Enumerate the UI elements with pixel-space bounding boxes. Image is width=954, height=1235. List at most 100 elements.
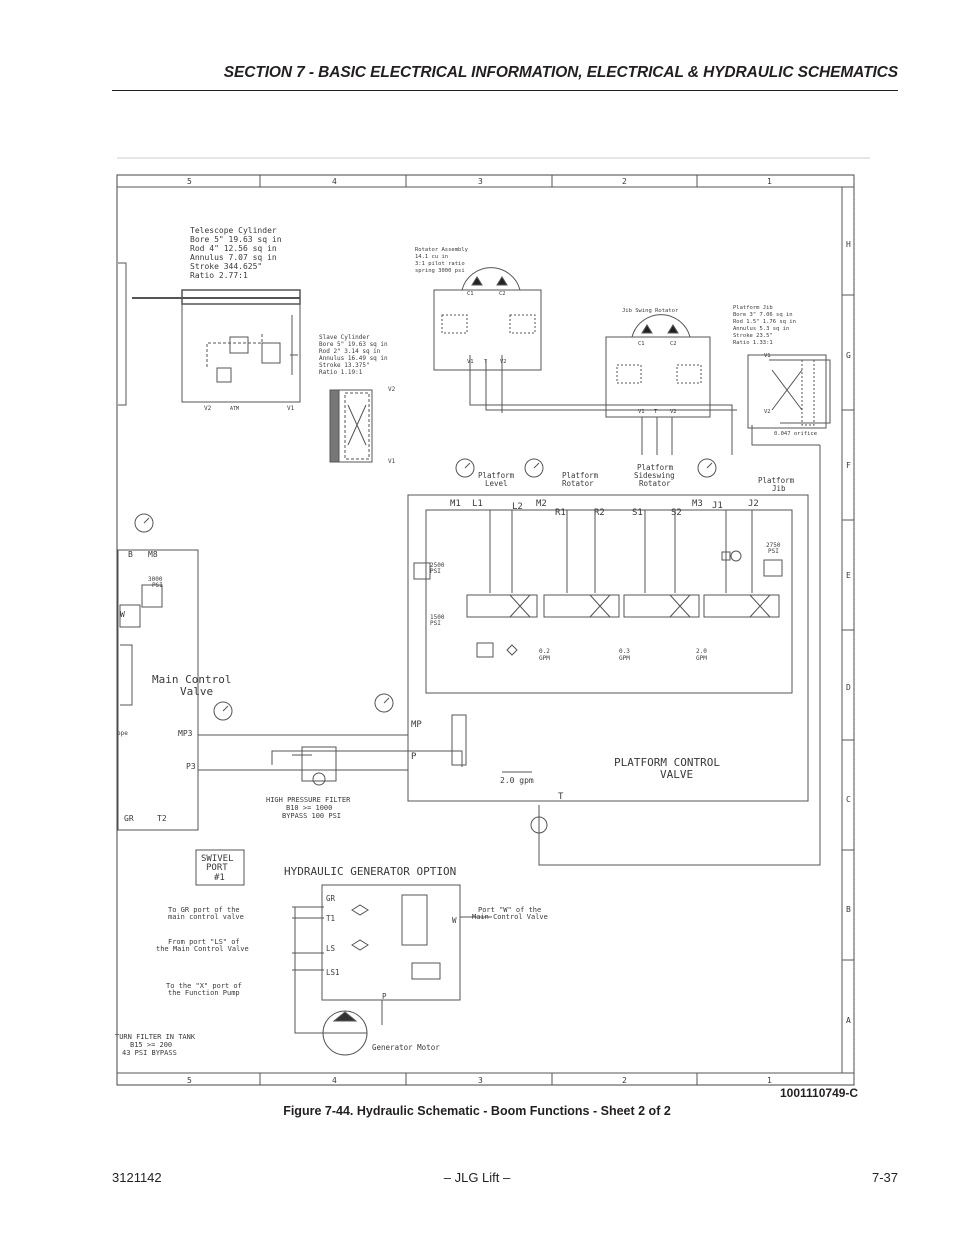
svg-text:V1: V1 [638,409,645,415]
svg-text:Rotator: Rotator [562,479,594,488]
footer-manual-number: 3121142 [112,1170,162,1185]
figure-caption: Figure 7-44. Hydraulic Schematic - Boom … [283,1104,671,1118]
svg-text:Annulus 7.07 sq in: Annulus 7.07 sq in [190,253,277,262]
svg-text:V2: V2 [388,386,396,393]
svg-text:MP3: MP3 [178,729,193,738]
svg-text:V2: V2 [764,409,771,415]
svg-text:Stroke 23.5": Stroke 23.5" [733,333,773,339]
svg-text:B: B [846,905,851,914]
svg-text:Slave Cylinder: Slave Cylinder [319,334,370,341]
svg-text:Platform: Platform [478,471,515,480]
svg-text:R1: R1 [555,508,566,518]
svg-text:E: E [846,571,851,580]
svg-text:Platform: Platform [562,471,599,480]
svg-text:B15 >= 200: B15 >= 200 [130,1041,172,1049]
svg-text:HIGH PRESSURE FILTER: HIGH PRESSURE FILTER [266,796,351,804]
svg-text:J2: J2 [748,499,759,509]
svg-text:V2: V2 [670,409,677,415]
svg-text:2500: 2500 [430,562,445,569]
svg-text:Bore 3" 7.06 sq in: Bore 3" 7.06 sq in [733,312,793,318]
svg-text:T: T [558,792,564,802]
svg-text:0.047 orifice: 0.047 orifice [774,431,817,437]
svg-text:4: 4 [332,1076,337,1085]
svg-text:J1: J1 [712,501,723,511]
svg-text:R2: R2 [594,508,605,518]
svg-text:From port "LS" of: From port "LS" of [168,938,240,946]
svg-text:T2: T2 [157,814,167,823]
svg-text:V2: V2 [204,405,212,412]
svg-text:T: T [484,359,488,365]
svg-text:B10 >= 1000: B10 >= 1000 [286,804,332,812]
svg-text:the Function Pump: the Function Pump [168,989,240,997]
svg-text:Main Control: Main Control [152,673,231,686]
svg-text:Sideswing: Sideswing [634,471,675,480]
svg-text:GPM: GPM [696,655,707,662]
hydraulic-schematic: 5 4 3 2 1 5 4 3 2 1 H G F E D C B A Tele… [115,157,870,1086]
svg-text:To the "X" port of: To the "X" port of [166,982,242,990]
svg-text:ATM: ATM [230,406,239,412]
svg-text:#1: #1 [214,873,225,883]
svg-text:V1: V1 [467,359,474,365]
svg-text:Rotator Assembly: Rotator Assembly [415,247,469,253]
svg-text:Ratio 2.77:1: Ratio 2.77:1 [190,271,248,280]
svg-text:Rod 2" 3.14 sq in: Rod 2" 3.14 sq in [319,348,381,355]
svg-text:W: W [120,610,125,619]
svg-text:5: 5 [187,1076,192,1085]
svg-text:Generator Motor: Generator Motor [372,1043,440,1052]
svg-text:Port "W" of the: Port "W" of the [478,906,541,914]
svg-text:spring 3000 psi: spring 3000 psi [415,268,465,274]
header-rule [112,90,898,91]
svg-text:GR: GR [326,894,336,903]
svg-text:Bore 5" 19.63 sq in: Bore 5" 19.63 sq in [319,341,388,348]
svg-text:MP: MP [411,720,422,730]
svg-text:VALVE: VALVE [660,768,693,781]
svg-text:C2: C2 [670,341,677,347]
svg-text:G: G [846,351,851,360]
svg-text:Jib: Jib [772,484,786,493]
svg-text:PSI: PSI [430,568,441,575]
svg-text:S1: S1 [632,508,643,518]
svg-text:A: A [846,1016,851,1025]
svg-text:14.1 cu in: 14.1 cu in [415,254,448,260]
svg-text:LS: LS [326,944,336,953]
footer-center-text: – JLG Lift – [443,1170,511,1185]
svg-text:Annulus 5.3 sq in: Annulus 5.3 sq in [733,326,789,332]
svg-text:PSI: PSI [152,582,163,589]
svg-text:PSI: PSI [430,620,441,627]
svg-text:T1: T1 [326,914,335,923]
svg-text:Annulus 16.49 sq in: Annulus 16.49 sq in [319,355,388,362]
svg-text:LS1: LS1 [326,968,340,977]
svg-text:TURN FILTER IN TANK: TURN FILTER IN TANK [115,1033,196,1041]
svg-text:M8: M8 [148,550,158,559]
svg-text:2: 2 [622,1076,627,1085]
svg-text:M2: M2 [536,499,547,509]
svg-text:P: P [411,752,417,762]
svg-text:L1: L1 [472,499,483,509]
svg-text:M1: M1 [450,499,461,509]
svg-text:Platform Jib: Platform Jib [733,305,773,311]
svg-text:Jib Swing Rotator: Jib Swing Rotator [622,308,679,314]
footer-page-number: 7-37 [871,1170,898,1185]
svg-text:2.0 gpm: 2.0 gpm [500,776,534,785]
svg-text:2750: 2750 [766,542,781,549]
svg-text:Telescope Cylinder: Telescope Cylinder [190,226,277,235]
svg-text:0.3: 0.3 [619,648,630,655]
svg-text:H: H [846,240,851,249]
svg-text:C1: C1 [467,291,474,297]
svg-text:F: F [846,461,851,470]
svg-text:T: T [654,409,658,415]
svg-text:43 PSI BYPASS: 43 PSI BYPASS [122,1049,177,1057]
svg-text:V1: V1 [764,353,771,359]
svg-text:C1: C1 [638,341,645,347]
svg-text:W: W [452,916,457,925]
svg-text:Stroke 344.625": Stroke 344.625" [190,262,262,271]
svg-text:4: 4 [332,177,337,186]
svg-text:B: B [128,550,133,559]
svg-text:PLATFORM CONTROL: PLATFORM CONTROL [614,756,720,769]
svg-text:2: 2 [622,177,627,186]
svg-text:GR: GR [124,814,134,823]
svg-text:S2: S2 [671,508,682,518]
svg-text:L2: L2 [512,502,523,512]
svg-text:Valve: Valve [180,685,213,698]
svg-text:2.0: 2.0 [696,648,707,655]
